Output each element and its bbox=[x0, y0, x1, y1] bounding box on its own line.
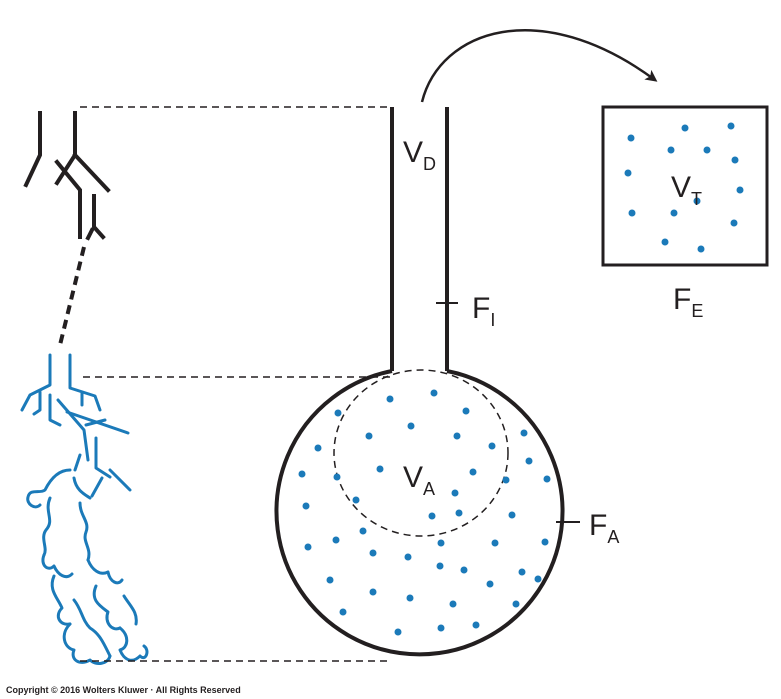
label-fe: FE bbox=[673, 283, 703, 321]
expiration-arrow bbox=[420, 29, 658, 103]
label-fa: FA bbox=[589, 509, 619, 547]
guide-lines bbox=[80, 106, 390, 662]
label-va: VA bbox=[403, 461, 435, 499]
respiratory-airway-icon bbox=[20, 353, 149, 665]
label-vd: VD bbox=[403, 136, 436, 174]
copyright-notice: Copyright © 2016 Wolters Kluwer · All Ri… bbox=[6, 685, 241, 695]
airway-connector-line bbox=[58, 246, 86, 346]
label-vt: VT bbox=[671, 171, 702, 209]
expired-gas-box bbox=[601, 105, 769, 267]
inhaled-volume-boundary bbox=[333, 369, 509, 537]
label-fi: FI bbox=[472, 292, 495, 330]
alveolar-chamber bbox=[274, 369, 565, 657]
expired-gas-molecules bbox=[624, 122, 744, 253]
alveolar-gas-molecules bbox=[298, 389, 551, 636]
dead-space-tube bbox=[390, 107, 449, 371]
conducting-airway-icon bbox=[23, 111, 111, 241]
